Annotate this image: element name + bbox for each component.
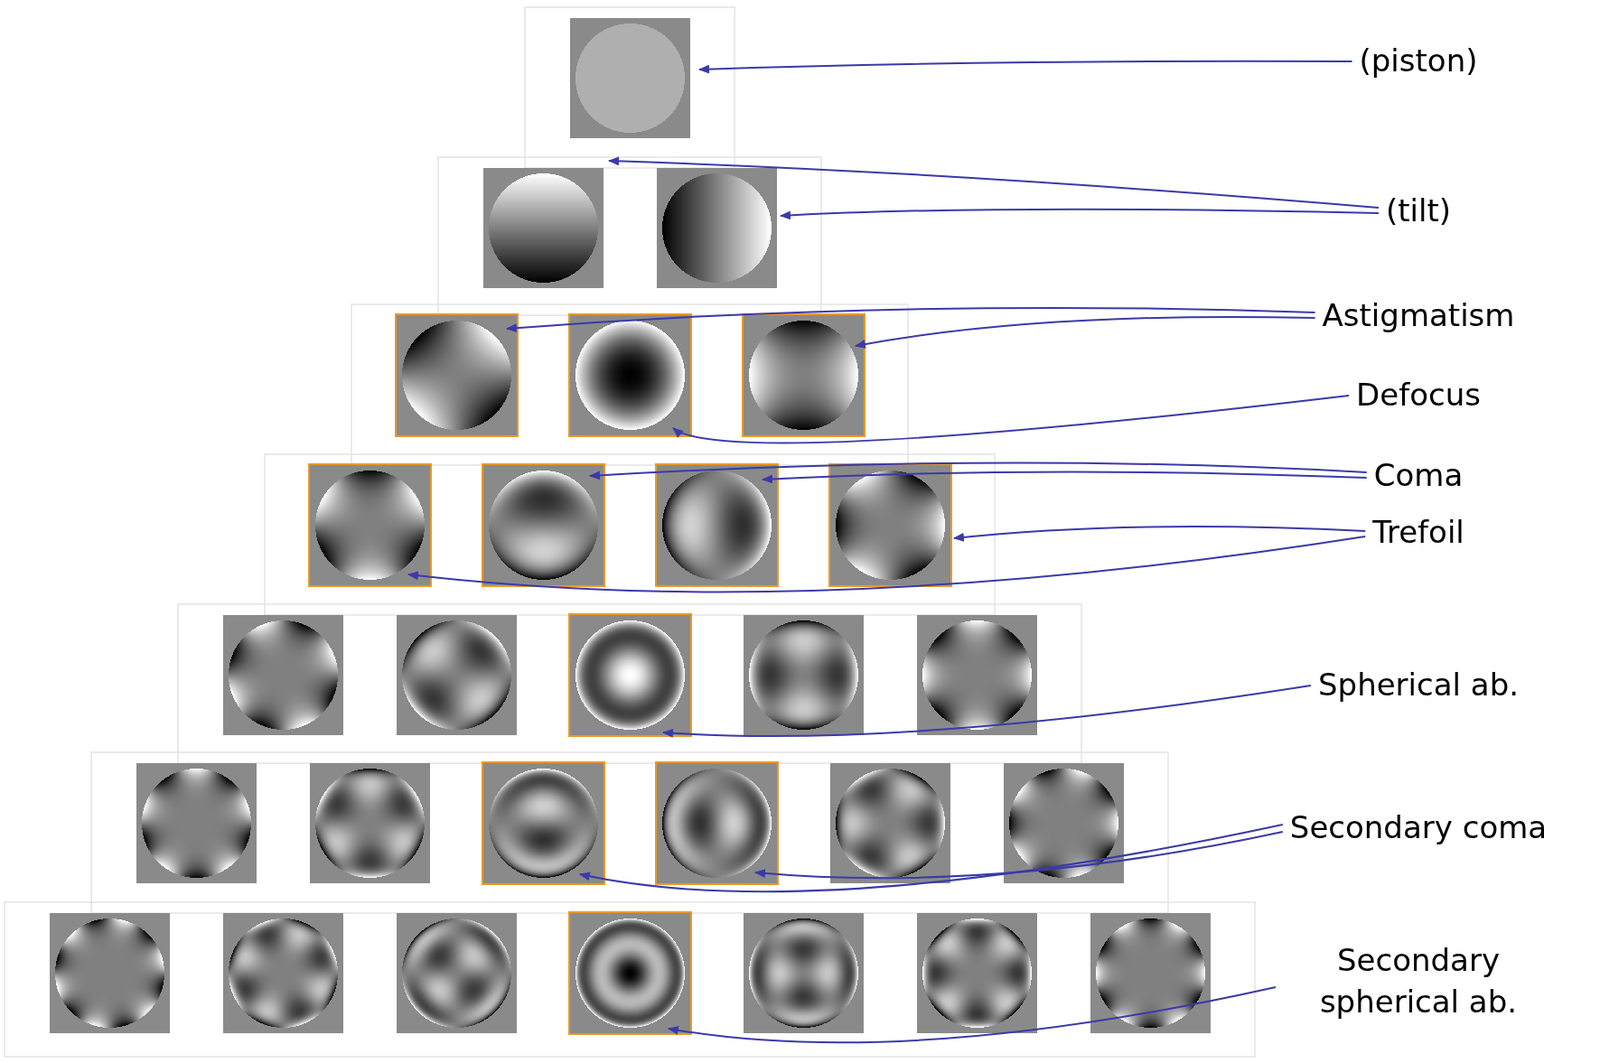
zernike-mode <box>483 465 604 586</box>
leader-line <box>608 160 1379 208</box>
leader-line <box>673 395 1349 444</box>
zernike-mode <box>656 763 777 884</box>
zernike-mode <box>830 763 951 884</box>
zernike-mode <box>483 763 604 884</box>
aberration-label: (tilt) <box>1385 190 1451 233</box>
zernike-mode <box>309 465 431 586</box>
zernike-mode <box>483 168 604 289</box>
leader-line <box>954 526 1366 539</box>
zernike-mode <box>309 763 431 884</box>
leader-line <box>668 987 1276 1043</box>
zernike-mode <box>743 913 864 1034</box>
row-step <box>4 902 1255 1058</box>
aberration-label: Astigmatism <box>1322 295 1516 337</box>
zernike-mode <box>656 168 777 289</box>
zernike-mode <box>49 913 170 1034</box>
zernike-mode <box>743 615 864 736</box>
leader-line <box>762 471 1367 480</box>
zernike-mode <box>743 315 864 436</box>
aberration-label: Defocus <box>1356 374 1481 417</box>
aberration-label: Coma <box>1374 455 1464 497</box>
leader-line <box>580 824 1283 892</box>
zernike-mode <box>396 913 517 1034</box>
row-step <box>351 304 908 466</box>
zernike-mode <box>830 465 951 586</box>
zernike-mode <box>570 18 691 139</box>
row-step <box>438 157 822 316</box>
zernike-mode <box>1090 913 1211 1034</box>
aberration-label: Secondary spherical ab. <box>1282 940 1554 1024</box>
zernike-mode <box>223 615 344 736</box>
zernike-mode <box>916 913 1038 1034</box>
aberration-label: (piston) <box>1359 40 1479 83</box>
leader-line <box>780 209 1379 216</box>
leader-line <box>855 317 1316 347</box>
zernike-mode <box>570 913 691 1034</box>
leader-line <box>699 61 1353 70</box>
zernike-mode <box>396 315 517 436</box>
leader-line <box>755 832 1283 879</box>
zernike-mode <box>656 465 777 586</box>
aberration-label: Secondary coma <box>1290 807 1547 850</box>
zernike-mode <box>223 913 344 1034</box>
zernike-mode <box>396 615 517 736</box>
zernike-mode <box>136 763 257 884</box>
leader-line <box>663 685 1311 737</box>
row-step <box>524 7 735 169</box>
zernike-mode <box>570 315 691 436</box>
aberration-label: Trefoil <box>1372 512 1465 554</box>
zernike-mode <box>570 615 691 736</box>
zernike-mode <box>916 615 1038 736</box>
leader-line <box>408 536 1366 592</box>
row-step <box>177 604 1082 764</box>
leader-line <box>506 308 1316 329</box>
row-step <box>91 752 1169 914</box>
aberration-label: Spherical ab. <box>1318 664 1519 707</box>
